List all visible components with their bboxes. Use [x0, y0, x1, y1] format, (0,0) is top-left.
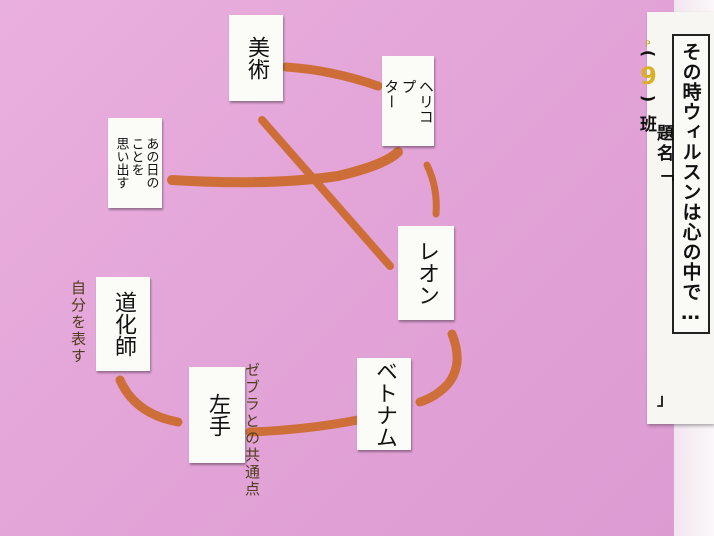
- paren-close: ): [639, 95, 658, 103]
- topic-label: 題名「: [653, 124, 673, 184]
- card-betonamu-label: ベトナム: [372, 360, 397, 448]
- line-leon-betonamu: [415, 329, 462, 407]
- line-helicopter-memory: [167, 147, 403, 188]
- title-box: その時ウィルスンは心の中で…: [672, 34, 710, 334]
- line-betonamu-hidarite: [245, 415, 363, 437]
- card-bijutsu: 美術: [229, 15, 283, 101]
- group-suffix: 班: [640, 115, 657, 136]
- card-bijutsu-label: 美術: [244, 36, 269, 80]
- note-zebra-common: ゼブラとの共通点: [243, 362, 261, 498]
- card-leon: レオン: [398, 226, 454, 320]
- line-cross-diagonal: [258, 116, 394, 270]
- note-self-expression: 自分を表す: [69, 280, 87, 365]
- card-doukeshi: 道化師: [96, 277, 150, 371]
- card-betonamu: ベトナム: [357, 358, 411, 450]
- group-number-line: ( 9 ) 班: [639, 44, 658, 136]
- group-prefix-mark: P: [645, 40, 651, 50]
- line-helicopter-leon: [423, 161, 440, 218]
- card-hidarite: 左手: [189, 367, 245, 463]
- card-memory-label: あの日の ことを 思い出す: [113, 137, 159, 189]
- card-doukeshi-label: 道化師: [111, 291, 136, 357]
- line-hidarite-doukeshi: [115, 375, 183, 427]
- group-number: 9: [640, 62, 657, 90]
- page-title: その時ウィルスンは心の中で…: [679, 42, 702, 325]
- line-bijutsu-helicopter: [281, 62, 383, 91]
- card-memory: あの日の ことを 思い出す: [108, 118, 162, 208]
- card-hidarite-label: 左手: [205, 393, 230, 437]
- card-helicopter-label: ヘリコ プ ター: [382, 78, 435, 124]
- topic-close-bracket: 」: [657, 390, 674, 409]
- card-leon-label: レオン: [414, 240, 439, 306]
- paren-open: (: [639, 49, 658, 58]
- card-helicopter: ヘリコ プ ター: [382, 56, 435, 146]
